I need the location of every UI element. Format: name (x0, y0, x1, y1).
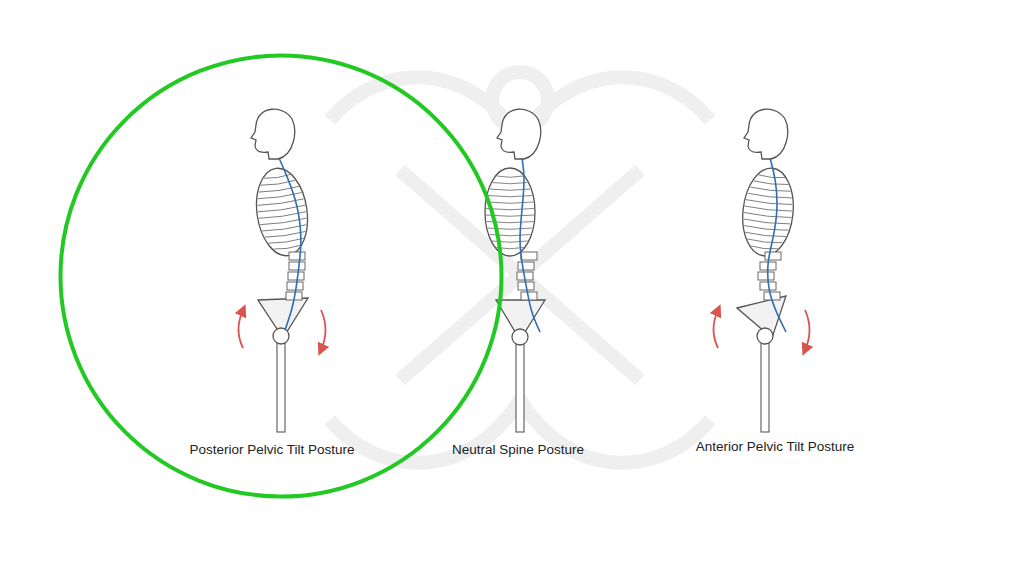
ribcage-outline (739, 166, 798, 259)
spine-curve (768, 158, 786, 332)
skeleton-figure (714, 109, 810, 432)
rib-line (750, 246, 778, 250)
femur-bone (761, 336, 769, 432)
vertebra (758, 272, 774, 280)
ribcage-outline (251, 165, 313, 259)
rib-line (748, 193, 792, 199)
ribcage (251, 165, 313, 259)
highlight-circle: Posterior Pelvic Tilt Posture (58, 53, 504, 499)
rib-line (744, 212, 792, 218)
rib-line (744, 226, 788, 232)
femur-bone (277, 336, 285, 432)
rib-line (758, 175, 785, 179)
circle-outline-svg (58, 53, 504, 499)
vertebra (521, 252, 537, 260)
vertebra (289, 252, 305, 260)
head-profile (251, 109, 295, 159)
rib-line (265, 231, 306, 238)
posture-caption: Anterior Pelvic Tilt Posture (696, 439, 854, 455)
ribcage (739, 166, 798, 259)
rib-line (750, 187, 791, 192)
hip-joint (512, 329, 528, 345)
tilt-arrow (805, 310, 810, 350)
spine-curve (520, 158, 540, 332)
head-profile (744, 109, 788, 159)
femur-bone (516, 337, 524, 432)
rib-line (744, 219, 791, 225)
rib-line (268, 238, 303, 244)
head-profile (497, 109, 541, 159)
rib-line (273, 245, 300, 250)
vertebra (288, 272, 304, 280)
rib-line (488, 196, 532, 197)
vertebra (518, 262, 534, 270)
rib-line (487, 202, 534, 203)
hip-joint (757, 328, 773, 344)
rib-line (744, 206, 792, 212)
posture-caption: Posterior Pelvic Tilt Posture (189, 442, 354, 458)
vertebra (289, 262, 305, 270)
rib-line (746, 200, 793, 206)
tilt-arrow (714, 310, 719, 348)
skeleton-figure (485, 109, 545, 432)
tilt-arrow (321, 310, 326, 350)
vertebra (765, 252, 781, 260)
rib-line (492, 183, 527, 184)
highlight-circle-outline (61, 56, 502, 497)
vertebra (287, 282, 303, 290)
watermark-logo (330, 72, 710, 463)
spine-curve (279, 158, 301, 330)
rib-line (497, 176, 524, 177)
rib-line (745, 232, 786, 238)
rib-line (747, 239, 783, 244)
hip-joint (273, 328, 289, 344)
skeleton-figure (239, 109, 326, 432)
tilt-arrow (239, 310, 244, 348)
rib-line (754, 181, 789, 186)
posture-caption: Neutral Spine Posture (452, 442, 584, 458)
